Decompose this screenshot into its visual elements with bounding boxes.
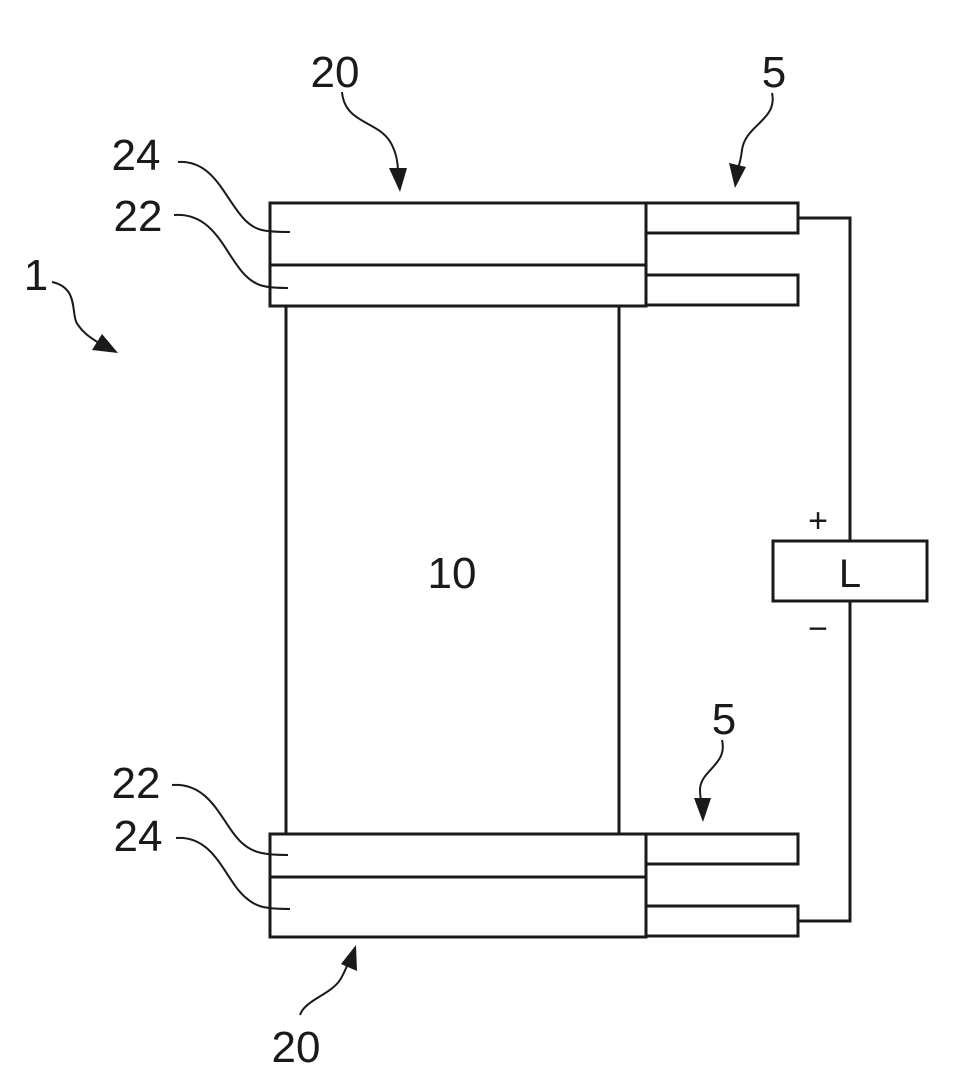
bottom-terminal-ref-label: 5 <box>712 695 736 744</box>
device-ref-arrowhead <box>92 334 118 353</box>
minus-sign: − <box>808 610 828 648</box>
bottom-inner-layer-ref-label: 22 <box>112 759 161 808</box>
top-outer-layer-24 <box>270 203 646 265</box>
bottom-electrode-ref-label: 20 <box>272 1023 321 1072</box>
top-terminal-leader <box>738 93 773 168</box>
bottom-electrode-leader <box>300 962 349 1015</box>
top-electrode-ref-label: 20 <box>311 48 360 97</box>
top-terminal-arrowhead <box>729 163 746 188</box>
top-wire <box>798 218 850 541</box>
plus-sign: + <box>808 502 828 540</box>
top-terminal-lower <box>646 275 798 305</box>
top-outer-layer-ref-label: 24 <box>112 131 161 180</box>
device-ref-leader <box>52 282 100 344</box>
top-inner-layer-22 <box>270 265 646 306</box>
top-electrode-arrowhead <box>389 168 407 192</box>
bottom-outer-layer-24 <box>270 877 646 937</box>
top-inner-layer-ref-label: 22 <box>114 192 163 241</box>
bottom-electrode-arrowhead <box>341 945 357 971</box>
bottom-wire <box>798 601 850 921</box>
bottom-terminal-lower <box>646 906 798 936</box>
bottom-terminal-upper <box>646 834 798 864</box>
bottom-inner-layer-22 <box>270 834 646 877</box>
top-electrode-leader <box>342 92 398 172</box>
bottom-terminal-leader <box>700 740 723 803</box>
load-label: L <box>839 552 861 596</box>
top-terminal-upper <box>646 203 798 233</box>
central-body-label: 10 <box>428 549 477 598</box>
bottom-outer-layer-ref-label: 24 <box>114 812 163 861</box>
device-ref-label: 1 <box>24 251 48 300</box>
bottom-terminal-arrowhead <box>694 798 711 822</box>
top-terminal-ref-label: 5 <box>762 48 786 97</box>
